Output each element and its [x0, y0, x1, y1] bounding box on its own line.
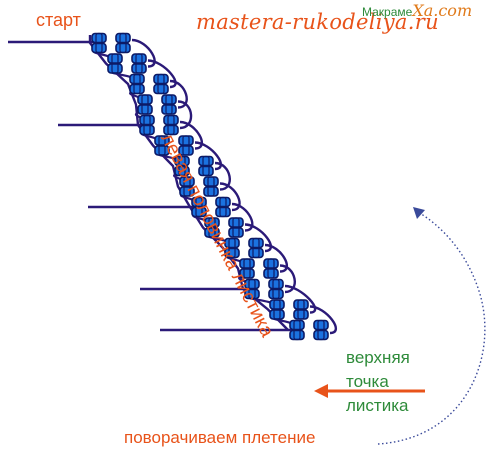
- dotted-turn-arrowhead: [413, 207, 425, 219]
- knot-bar-upper: [248, 237, 264, 249]
- knot-outline: [267, 258, 275, 279]
- knot-bar-lower: [198, 165, 214, 177]
- knot-outline: [207, 176, 215, 197]
- knot-outline: [119, 32, 127, 54]
- knot-outline: [273, 299, 281, 320]
- knot-outline: [232, 217, 240, 238]
- knot-bar-lower: [228, 227, 244, 238]
- knot-bar-upper: [215, 196, 231, 208]
- watermark-brand-main: Макраме: [362, 5, 413, 19]
- knot-bar-upper: [203, 176, 219, 187]
- knot-bar-lower: [139, 124, 155, 136]
- knot-bar-lower: [129, 83, 145, 95]
- knot-bar-upper: [137, 94, 153, 105]
- knot-outline: [248, 278, 256, 300]
- knot-bar-upper: [263, 258, 279, 269]
- dotted-turn-arrow: [377, 211, 486, 445]
- knot-outline: [293, 319, 301, 341]
- knot-outline: [252, 237, 260, 259]
- knot-bar-lower: [107, 63, 123, 74]
- knot-bar-lower: [131, 63, 147, 74]
- knot-outline: [183, 176, 191, 197]
- knot-outline: [133, 73, 141, 95]
- cord-loop: [179, 120, 203, 150]
- cord-loop: [284, 284, 317, 314]
- watermark-brand-suffix: Ха.com: [412, 1, 473, 20]
- knot-bar-upper: [129, 73, 145, 85]
- knot-outline: [95, 32, 103, 54]
- knot-outline: [141, 94, 149, 115]
- knot-bar-upper: [198, 155, 214, 167]
- knot-bar-upper: [91, 32, 107, 44]
- knot-outline: [182, 135, 190, 156]
- knot-outline: [243, 258, 251, 279]
- knot-bar-lower: [161, 104, 177, 115]
- knot-outline: [202, 155, 210, 177]
- knot-bar-upper: [313, 319, 329, 331]
- top-point-label-line-3: листика: [346, 396, 409, 415]
- knot-bar-upper: [268, 278, 284, 290]
- knot-bar-upper: [115, 32, 131, 44]
- knot-bar-upper: [107, 53, 123, 64]
- knot-bar-lower: [91, 42, 107, 54]
- knot-outline: [158, 135, 166, 156]
- top-point-label-line-1: верхняя: [346, 348, 410, 367]
- knot-bar-lower: [248, 247, 264, 259]
- turn-weaving-label: поворачиваем плетение: [124, 428, 316, 447]
- cord-loop: [169, 79, 188, 109]
- knot-bar-lower: [269, 309, 285, 320]
- cord-loop: [244, 223, 272, 253]
- knot-bar-upper: [163, 114, 179, 126]
- knot-bar-upper: [228, 217, 244, 228]
- knot-outline: [317, 319, 325, 341]
- cord-loop: [194, 141, 222, 171]
- knot-outline: [219, 196, 227, 218]
- knot-bar-lower: [313, 329, 329, 341]
- knot-bar-upper: [289, 319, 305, 331]
- knot-outline: [143, 114, 151, 136]
- knot-bar-upper: [139, 114, 155, 126]
- knot-bar-upper: [269, 299, 285, 310]
- cord-loop: [214, 161, 231, 191]
- cord-loop: [219, 182, 241, 212]
- knot-bar-lower: [293, 309, 309, 320]
- knot-outline: [195, 196, 203, 218]
- knot-bar-upper: [161, 94, 177, 105]
- knot-outline: [208, 217, 216, 238]
- knot-outline: [178, 155, 186, 177]
- knot-outline: [165, 94, 173, 115]
- knot-outline: [272, 278, 280, 300]
- cord-loop: [231, 202, 254, 232]
- knot-bar-upper: [131, 53, 147, 64]
- top-point-label-line-2: точка: [346, 372, 389, 391]
- cord-loop: [309, 305, 337, 335]
- watermark-site: mastera-rukodeliya.ru: [196, 10, 439, 34]
- cord-loop: [279, 264, 296, 294]
- knot-bar-lower: [268, 288, 284, 300]
- knot-outline: [228, 237, 236, 259]
- knot-outline: [111, 53, 119, 74]
- knot-bar-upper: [293, 299, 309, 310]
- knot-bar-lower: [137, 104, 153, 115]
- knot-bar-lower: [263, 268, 279, 279]
- watermark-brand: МакрамеХа.com: [362, 1, 472, 20]
- knot-outline: [157, 73, 165, 95]
- start-label: старт: [36, 10, 81, 30]
- cord-loop: [131, 38, 156, 68]
- knot-bar-lower: [115, 42, 131, 54]
- knot-bar-lower: [289, 329, 305, 341]
- knot-outline: [297, 299, 305, 320]
- knot-bar-lower: [153, 83, 169, 95]
- knot-outline: [167, 114, 175, 136]
- orange-pointer-arrowhead: [314, 384, 328, 398]
- cord-loop: [177, 100, 193, 130]
- knot-outline: [135, 53, 143, 74]
- cord-loop: [147, 59, 177, 89]
- knot-bar-upper: [153, 73, 169, 85]
- cord-loop: [264, 243, 288, 273]
